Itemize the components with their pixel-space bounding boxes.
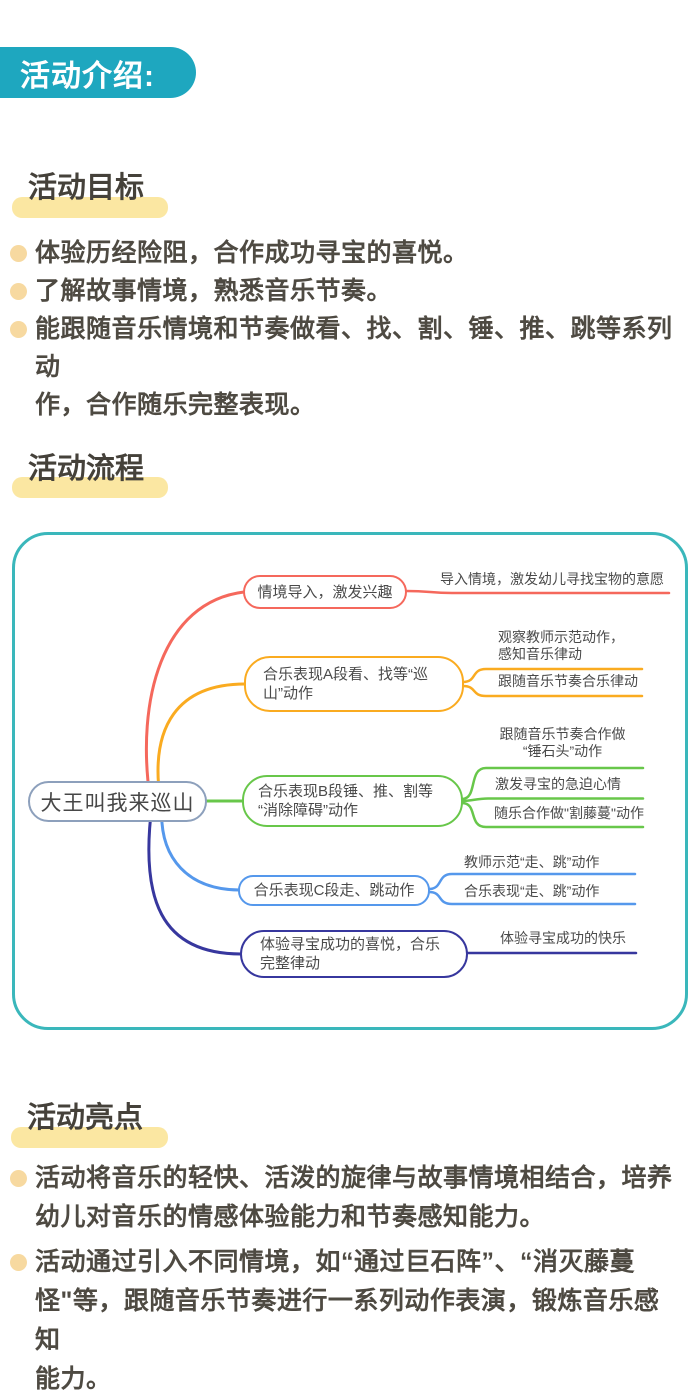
bullet-dot-icon <box>10 321 27 338</box>
mindmap-child-label: 观察教师示范动作， 感知音乐律动 <box>498 629 624 662</box>
goals-bullet-list: 体验历经险阻，合作成功寻宝的喜悦。 了解故事情境，熟悉音乐节奏。 能跟随音乐情境… <box>10 234 682 424</box>
bullet-dot-icon <box>10 245 27 262</box>
list-item: 活动将音乐的轻快、活泼的旋律与故事情境相结合，培养 幼儿对音乐的情感体验能力和节… <box>10 1159 682 1237</box>
mindmap-child-label: 教师示范“走、跳”动作 <box>464 854 600 870</box>
highlight-text: 活动通过引入不同情境，如“通过巨石阵”、“消灭藤蔓 怪"等，跟随音乐节奏进行一系… <box>35 1248 660 1391</box>
mindmap-node-section-b: 合乐表现B段锤、推、割等 “消除障碍”动作 <box>242 775 463 827</box>
goal-text: 体验历经险阻，合作成功寻宝的喜悦。 <box>35 239 469 267</box>
process-heading-marker <box>12 477 168 498</box>
highlight-text: 活动将音乐的轻快、活泼的旋律与故事情境相结合，培养 幼儿对音乐的情感体验能力和节… <box>35 1164 673 1231</box>
mindmap-child-label: 激发寻宝的急迫心情 <box>495 776 621 792</box>
goals-heading: 活动目标 <box>28 172 145 204</box>
bullet-dot-icon <box>10 1170 27 1187</box>
page-title-badge: 活动介绍: <box>0 47 196 98</box>
mindmap-node-section-c: 合乐表现C段走、跳动作 <box>238 875 430 906</box>
highlights-heading-marker <box>11 1127 168 1148</box>
bullet-dot-icon <box>10 1254 27 1271</box>
list-item: 了解故事情境，熟悉音乐节奏。 <box>10 272 682 310</box>
list-item: 活动通过引入不同情境，如“通过巨石阵”、“消灭藤蔓 怪"等，跟随音乐节奏进行一系… <box>10 1243 682 1391</box>
bullet-dot-icon <box>10 283 27 300</box>
goal-text: 了解故事情境，熟悉音乐节奏。 <box>35 277 393 305</box>
list-item: 能跟随音乐情境和节奏做看、找、割、锤、推、跳等系列动 作，合作随乐完整表现。 <box>10 310 682 424</box>
mindmap-child-label: 随乐合作做"割藤蔓"动作 <box>494 805 644 821</box>
list-item: 体验历经险阻，合作成功寻宝的喜悦。 <box>10 234 682 272</box>
mindmap-node-finale: 体验寻宝成功的喜悦，合乐 完整律动 <box>240 930 468 978</box>
mindmap-child-label: 体验寻宝成功的快乐 <box>500 930 626 946</box>
goal-text: 能跟随音乐情境和节奏做看、找、割、锤、推、跳等系列动 作，合作随乐完整表现。 <box>35 315 673 419</box>
mindmap-child-label: 导入情境，激发幼儿寻找宝物的意愿 <box>440 571 664 587</box>
mindmap-root-node: 大王叫我来巡山 <box>28 781 207 822</box>
mindmap-child-label: 跟随音乐节奏合作做 “锤石头”动作 <box>499 726 626 759</box>
goals-heading-marker <box>12 197 168 218</box>
process-heading: 活动流程 <box>28 453 145 485</box>
page-title: 活动介绍: <box>20 59 155 93</box>
highlights-heading: 活动亮点 <box>27 1102 144 1134</box>
highlights-bullet-list: 活动将音乐的轻快、活泼的旋律与故事情境相结合，培养 幼儿对音乐的情感体验能力和节… <box>10 1159 682 1391</box>
mindmap-child-label: 合乐表现“走、跳”动作 <box>464 883 600 899</box>
mindmap-node-section-a: 合乐表现A段看、找等“巡 山”动作 <box>244 656 464 712</box>
mindmap-child-label: 跟随音乐节奏合乐律动 <box>498 673 638 689</box>
mindmap-node-intro: 情境导入，激发兴趣 <box>243 575 407 609</box>
